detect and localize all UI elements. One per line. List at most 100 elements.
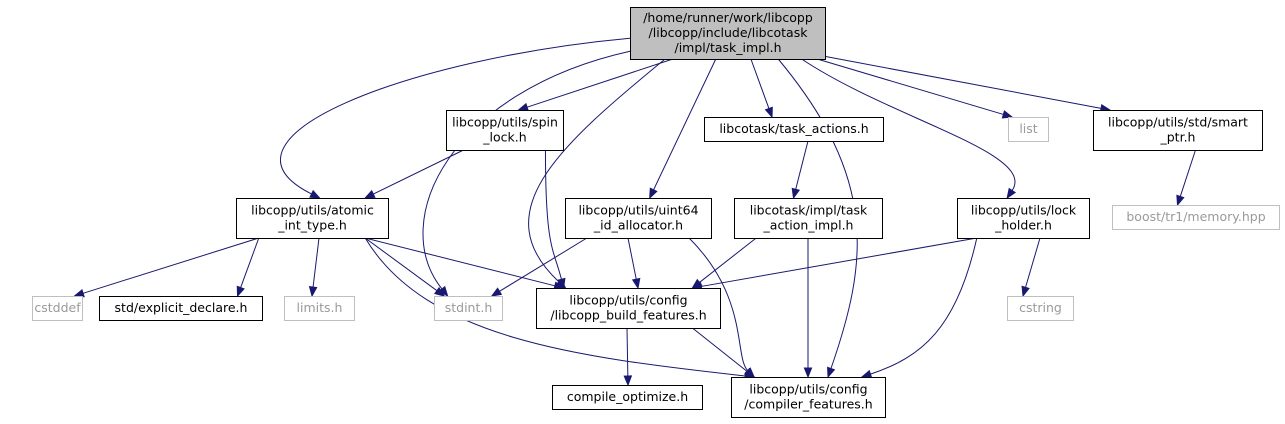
node-label-cstddef-line-0: cstddef xyxy=(34,300,81,315)
node-lock_holder[interactable]: libcopp/utils/lock_holder.h xyxy=(957,198,1090,239)
node-box-libcopp_build_features xyxy=(536,288,721,329)
node-label-smart_ptr-line-1: _ptr.h xyxy=(1160,130,1196,145)
node-limits: limits.h xyxy=(284,296,355,321)
arrow-head-atomic_int_type-to-explicit_declare xyxy=(236,285,245,298)
node-compile_optimize[interactable]: compile_optimize.h xyxy=(552,385,703,410)
node-label-spin_lock-line-1: _lock.h xyxy=(482,130,526,145)
edge-task_impl-to-libcopp_build_features xyxy=(528,58,666,283)
arrow-head-task_impl-to-compiler_features xyxy=(827,366,836,379)
arrow-head-spin_lock-to-atomic_int_type xyxy=(363,189,376,199)
node-libcopp_build_features[interactable]: libcopp/utils/config/libcopp_build_featu… xyxy=(536,288,721,329)
arrow-head-lock_holder-to-cstring xyxy=(1021,285,1030,298)
node-label-limits-line-0: limits.h xyxy=(297,300,343,315)
node-label-explicit_declare-line-0: std/explicit_declare.h xyxy=(115,300,248,315)
edge-atomic_int_type-to-explicit_declare xyxy=(240,237,260,288)
node-label-task_action_impl-line-1: _action_impl.h xyxy=(763,218,854,233)
node-label-boost_memory-line-0: boost/tr1/memory.hpp xyxy=(1126,209,1265,224)
node-task_actions[interactable]: libcotask/task_actions.h xyxy=(704,117,884,142)
node-label-lock_holder-line-1: _holder.h xyxy=(994,218,1052,233)
edge-task_impl-to-spin_lock xyxy=(526,58,674,108)
arrow-head-task_impl-to-stdint xyxy=(438,285,449,298)
node-box-boost_memory xyxy=(1112,205,1280,230)
edge-spin_lock-to-libcopp_build_features xyxy=(544,149,562,280)
node-label-libcopp_build_features-line-0: libcopp/utils/config xyxy=(569,293,687,308)
arrow-head-lock_holder-to-compiler_features xyxy=(860,369,873,379)
node-box-compiler_features xyxy=(731,377,886,418)
edge-task_action_impl-to-libcopp_build_features xyxy=(699,237,757,283)
node-box-task_action_impl xyxy=(734,198,883,239)
arrow-head-task_impl-to-uint64_id_allocator xyxy=(649,187,658,200)
arrow-head-libcopp_build_features-to-compile_optimize xyxy=(623,375,633,387)
node-label-task_impl-line-1: /libcopp/include/libcotask xyxy=(649,25,809,40)
node-label-compiler_features-line-1: /compiler_features.h xyxy=(744,397,872,412)
node-label-task_impl-line-2: /impl/task_impl.h xyxy=(675,40,782,55)
node-label-smart_ptr-line-0: libcopp/utils/std/smart xyxy=(1108,115,1248,130)
arrow-head-task_impl-to-atomic_int_type xyxy=(309,189,321,199)
node-label-task_impl-line-0: /home/runner/work/libcopp xyxy=(643,10,813,25)
arrow-head-atomic_int_type-to-cstddef xyxy=(73,289,85,298)
node-label-cstring-line-0: cstring xyxy=(1019,300,1062,315)
arrow-head-task_impl-to-task_actions xyxy=(764,106,773,119)
node-box-limits xyxy=(284,296,355,321)
node-cstddef: cstddef xyxy=(32,296,83,321)
node-explicit_declare[interactable]: std/explicit_declare.h xyxy=(99,296,263,321)
node-label-libcopp_build_features-line-1: /libcopp_build_features.h xyxy=(550,308,706,323)
node-spin_lock[interactable]: libcopp/utils/spin_lock.h xyxy=(446,110,564,151)
node-label-task_action_impl-line-0: libcotask/impl/task xyxy=(750,203,868,218)
edge-atomic_int_type-to-libcopp_build_features xyxy=(365,237,555,287)
node-uint64_id_allocator[interactable]: libcopp/utils/uint64_id_allocator.h xyxy=(565,198,712,239)
edge-lock_holder-to-libcopp_build_features xyxy=(701,237,977,287)
edge-task_impl-to-atomic_int_type xyxy=(280,37,631,195)
arrow-head-atomic_int_type-to-limits xyxy=(308,286,318,298)
arrow-head-task_actions-to-task_action_impl xyxy=(791,187,801,200)
edge-uint64_id_allocator-to-stdint xyxy=(499,237,588,292)
node-label-task_actions-line-0: libcotask/task_actions.h xyxy=(719,121,868,136)
node-atomic_int_type[interactable]: libcopp/utils/atomic_int_type.h xyxy=(236,198,389,239)
arrow-head-spin_lock-to-libcopp_build_features xyxy=(557,277,566,290)
node-task_impl[interactable]: /home/runner/work/libcopp/libcopp/includ… xyxy=(630,7,826,60)
edge-task_impl-to-list xyxy=(817,58,1004,115)
node-box-cstring xyxy=(1007,296,1074,321)
edge-atomic_int_type-to-stdint xyxy=(364,237,438,292)
arrow-head-uint64_id_allocator-to-libcopp_build_features xyxy=(631,277,641,290)
arrow-head-smart_ptr-to-boost_memory xyxy=(1176,194,1185,207)
node-box-smart_ptr xyxy=(1093,110,1263,151)
node-task_action_impl[interactable]: libcotask/impl/task_action_impl.h xyxy=(734,198,883,239)
node-label-stdint-line-0: stdint.h xyxy=(445,300,493,315)
node-label-atomic_int_type-line-0: libcopp/utils/atomic xyxy=(251,203,374,218)
node-box-spin_lock xyxy=(446,110,564,151)
node-box-atomic_int_type xyxy=(236,198,389,239)
arrow-head-task_impl-to-lock_holder xyxy=(1006,187,1017,200)
node-label-compiler_features-line-0: libcopp/utils/config xyxy=(749,382,867,397)
node-label-uint64_id_allocator-line-1: _id_allocator.h xyxy=(593,218,683,233)
node-label-atomic_int_type-line-1: _int_type.h xyxy=(277,218,347,233)
node-box-compile_optimize xyxy=(552,385,703,410)
node-box-explicit_declare xyxy=(99,296,263,321)
edge-libcopp_build_features-to-compiler_features xyxy=(692,327,748,372)
node-list: list xyxy=(1008,117,1049,142)
node-compiler_features[interactable]: libcopp/utils/config/compiler_features.h xyxy=(731,377,886,418)
arrow-head-atomic_int_type-to-stdint xyxy=(433,286,446,297)
node-label-spin_lock-line-0: libcopp/utils/spin xyxy=(452,115,558,130)
node-box-cstddef xyxy=(32,296,83,321)
edge-task_impl-to-smart_ptr xyxy=(824,55,1102,109)
arrow-head-uint64_id_allocator-to-stdint xyxy=(490,287,503,297)
node-cstring: cstring xyxy=(1007,296,1074,321)
node-smart_ptr[interactable]: libcopp/utils/std/smart_ptr.h xyxy=(1093,110,1263,151)
node-label-list-line-0: list xyxy=(1019,121,1037,136)
node-box-stdint xyxy=(434,296,503,321)
edge-libcopp_build_features-to-compile_optimize xyxy=(626,327,629,377)
node-label-uint64_id_allocator-line-0: libcopp/utils/uint64 xyxy=(578,203,698,218)
node-boost_memory: boost/tr1/memory.hpp xyxy=(1112,205,1280,230)
edge-lock_holder-to-cstring xyxy=(1025,237,1041,288)
edge-spin_lock-to-atomic_int_type xyxy=(373,149,464,195)
node-box-lock_holder xyxy=(957,198,1090,239)
node-box-task_impl xyxy=(630,7,826,60)
edge-task_impl-to-lock_holder xyxy=(801,58,1016,191)
arrow-head-task_impl-to-spin_lock xyxy=(517,102,529,112)
edge-atomic_int_type-to-limits xyxy=(312,237,320,288)
nodes-layer: /home/runner/work/libcopp/libcopp/includ… xyxy=(32,7,1280,418)
edge-uint64_id_allocator-to-libcopp_build_features xyxy=(627,237,637,280)
edge-atomic_int_type-to-cstddef xyxy=(82,237,259,294)
